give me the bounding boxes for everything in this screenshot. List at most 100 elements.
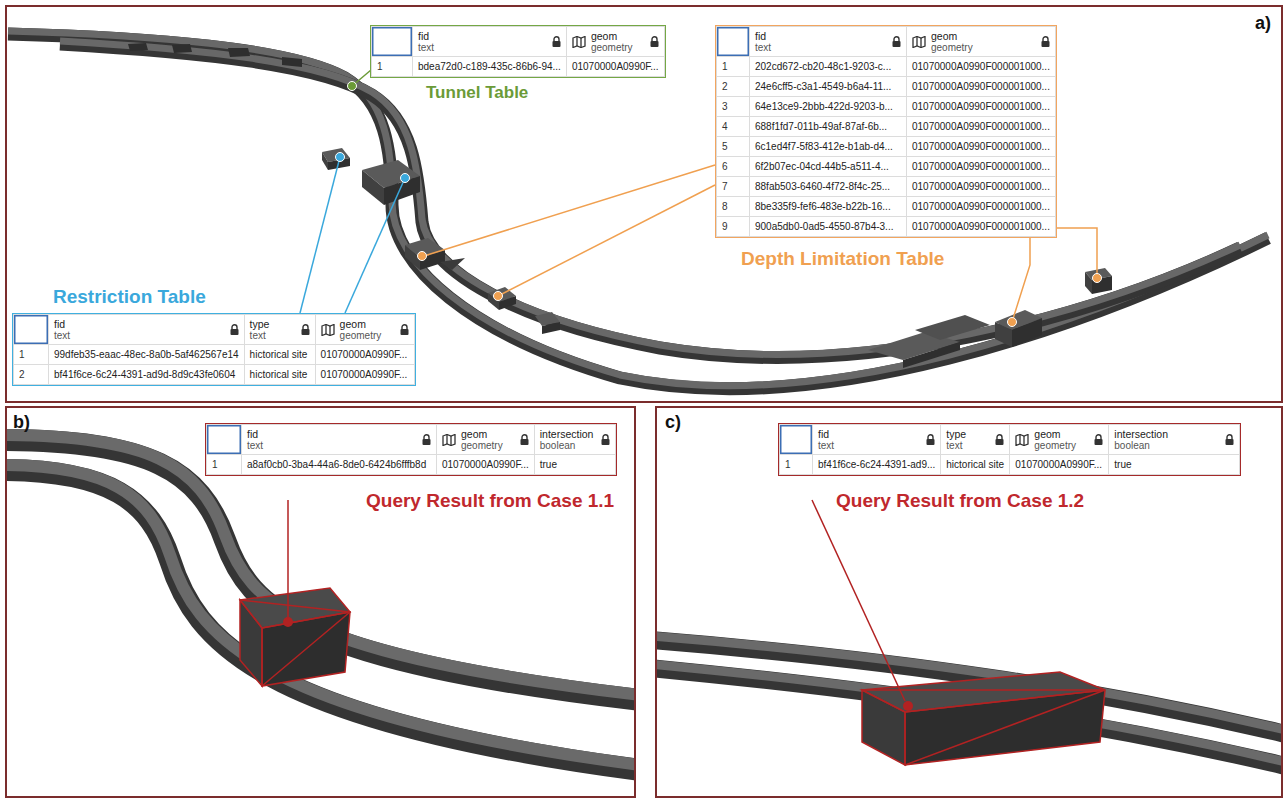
column-name: geom: [931, 30, 973, 42]
row-number-cell: 2: [717, 77, 750, 97]
data-row: 788fab503-6460-4f72-8f4c-25...01070000A0…: [717, 177, 1056, 197]
data-cell: 01070000A0990F000001000...: [907, 117, 1056, 137]
data-row: 9 900a5db0-0ad5-4550-87b4-3... 01070000A09…: [717, 217, 1056, 237]
header-text: geomgeometry: [340, 318, 382, 342]
map-icon: [572, 36, 586, 48]
panel-label-holder: b): [13, 412, 30, 433]
panel-label: c): [665, 412, 681, 432]
column-name: intersection: [1114, 428, 1168, 440]
attribute-table: fidtextgeomgeometryintersectionboolean1a…: [205, 423, 617, 476]
index-header: [207, 425, 242, 455]
table-heading: Restriction Table: [53, 286, 206, 307]
cell-value: bdea72d0-c189-435c-86b6-94...: [418, 61, 561, 72]
data-cell: 01070000A0990F...: [315, 345, 414, 365]
row-number-cell: 5: [717, 137, 750, 157]
column-type: text: [250, 330, 270, 342]
cell-value: 99dfeb35-eaac-48ec-8a0b-5af462567e14: [54, 349, 239, 360]
data-cell: bf41f6ce-6c24-4391-ad9...: [813, 455, 941, 475]
header-text: typetext: [250, 318, 270, 342]
header-cell: geomgeometry: [1010, 425, 1109, 455]
data-row: 3 64e13ce9-2bbb-422d-9203-b... 01070000A09…: [717, 97, 1056, 117]
header-content: geomgeometry: [442, 428, 529, 452]
lock-icon: [512, 434, 529, 445]
cell-value: hictorical site: [946, 459, 1004, 470]
header-text: intersectionboolean: [1114, 428, 1168, 452]
cell-value: 01070000A0990F000001000...: [912, 61, 1050, 72]
data-cell: true: [1109, 455, 1240, 475]
data-cell: 688f1fd7-011b-49af-87af-6b...: [750, 117, 907, 137]
attribute-table: fidtext typetext geomgeometry 199dfeb35-eaa…: [12, 313, 416, 386]
data-cell: 01070000A0990F000001000...: [907, 157, 1056, 177]
cell-value: 01070000A0990F000001000...: [912, 221, 1050, 232]
row-number-cell: 1: [717, 57, 750, 77]
row-number-cell: 9: [717, 217, 750, 237]
column-name: type: [946, 428, 966, 440]
column-type: geometry: [340, 330, 382, 342]
cell-value: 688f1fd7-011b-49af-87af-6b...: [755, 121, 887, 132]
header-content: geomgeometry: [572, 30, 659, 54]
data-cell: bdea72d0-c189-435c-86b6-94...: [413, 57, 567, 77]
header-text: fidtext: [755, 30, 771, 54]
column-name: type: [250, 318, 270, 330]
data-cell: 01070000A0990F000001000...: [907, 197, 1056, 217]
header-content: typetext: [946, 428, 1004, 452]
cell-value: 01070000A0990F000001000...: [912, 121, 1050, 132]
header-text: fidtext: [54, 318, 70, 342]
column-name: fid: [418, 30, 434, 42]
header-row: fidtext typetext geomgeometry: [14, 315, 415, 345]
header-row: fidtexttypetextgeomgeometryintersectionb…: [780, 425, 1240, 455]
column-type: boolean: [1114, 440, 1168, 452]
panel-label-holder: a): [1255, 13, 1271, 34]
cell-value: 01070000A0990F...: [321, 369, 408, 380]
grid-body: fidtextgeomgeometryintersectionboolean1a…: [207, 425, 616, 475]
header-row: fidtextgeomgeometry: [372, 27, 665, 57]
tunnel-model-b: [7, 435, 634, 770]
data-cell: 01070000A0990F...: [315, 365, 414, 385]
cell-value: hictorical site: [250, 349, 308, 360]
grid-body: fidtextgeomgeometry 1 bdea72d0-c189-435c-8…: [372, 27, 665, 77]
lock-icon: [593, 434, 610, 445]
cell-value: hictorical site: [250, 369, 308, 380]
lock-icon: [1033, 36, 1050, 47]
cell-value: 01070000A0990F000001000...: [912, 101, 1050, 112]
cell-value: 6c1ed4f7-5f83-412e-b1ab-d4...: [755, 141, 893, 152]
row-number-cell: 4: [717, 117, 750, 137]
data-cell: 01070000A0990F000001000...: [907, 137, 1056, 157]
data-row: 1bf41f6ce-6c24-4391-ad9...hictorical sit…: [780, 455, 1240, 475]
row-number: 6: [722, 161, 728, 172]
table-heading-holder: Depth Limitation Table: [741, 248, 944, 270]
data-row: 1a8af0cb0-3ba4-44a6-8de0-6424b6fffb8d010…: [207, 455, 616, 475]
cell-value: 900a5db0-0ad5-4550-87b4-3...: [755, 221, 893, 232]
row-number-cell: 3: [717, 97, 750, 117]
map-icon: [442, 434, 456, 446]
panel-label: b): [13, 412, 30, 432]
header-row: fidtextgeomgeometryintersectionboolean: [207, 425, 616, 455]
table-heading: Depth Limitation Table: [741, 248, 944, 269]
header-cell: intersectionboolean: [1109, 425, 1240, 455]
header-content: typetext: [250, 318, 310, 342]
column-type: geometry: [1034, 440, 1076, 452]
column-type: text: [755, 42, 771, 54]
data-grid: fidtextgeomgeometry1202cd672-cb20-48c1-9…: [716, 26, 1056, 237]
table-heading: Query Result from Case 1.1: [366, 490, 614, 511]
data-row: 199dfeb35-eaac-48ec-8a0b-5af462567e14hic…: [14, 345, 415, 365]
row-number: 1: [377, 61, 383, 72]
grid-body: fidtext typetext geomgeometry 199dfeb35-eaa…: [14, 315, 415, 385]
row-number: 3: [722, 101, 728, 112]
lock-icon: [1217, 434, 1234, 445]
cell-value: 64e13ce9-2bbb-422d-9203-b...: [755, 101, 893, 112]
column-name: fid: [247, 428, 263, 440]
cell-value: 01070000A0990F...: [1015, 459, 1102, 470]
row-number: 5: [722, 141, 728, 152]
attribute-table: fidtexttypetextgeomgeometryintersectionb…: [778, 423, 1241, 476]
header-text: fidtext: [818, 428, 834, 452]
data-row: 1bdea72d0-c189-435c-86b6-94...01070000A0…: [372, 57, 665, 77]
table-heading-holder: Query Result from Case 1.1: [366, 490, 614, 512]
data-cell: 01070000A0990F000001000...: [907, 57, 1056, 77]
grid-body: fidtexttypetextgeomgeometryintersectionb…: [780, 425, 1240, 475]
column-name: geom: [461, 428, 503, 440]
row-number-cell: 1: [207, 455, 242, 475]
header-cell: fidtext: [242, 425, 437, 455]
cell-value: true: [1114, 459, 1131, 470]
data-cell: 99dfeb35-eaac-48ec-8a0b-5af462567e14: [49, 345, 245, 365]
